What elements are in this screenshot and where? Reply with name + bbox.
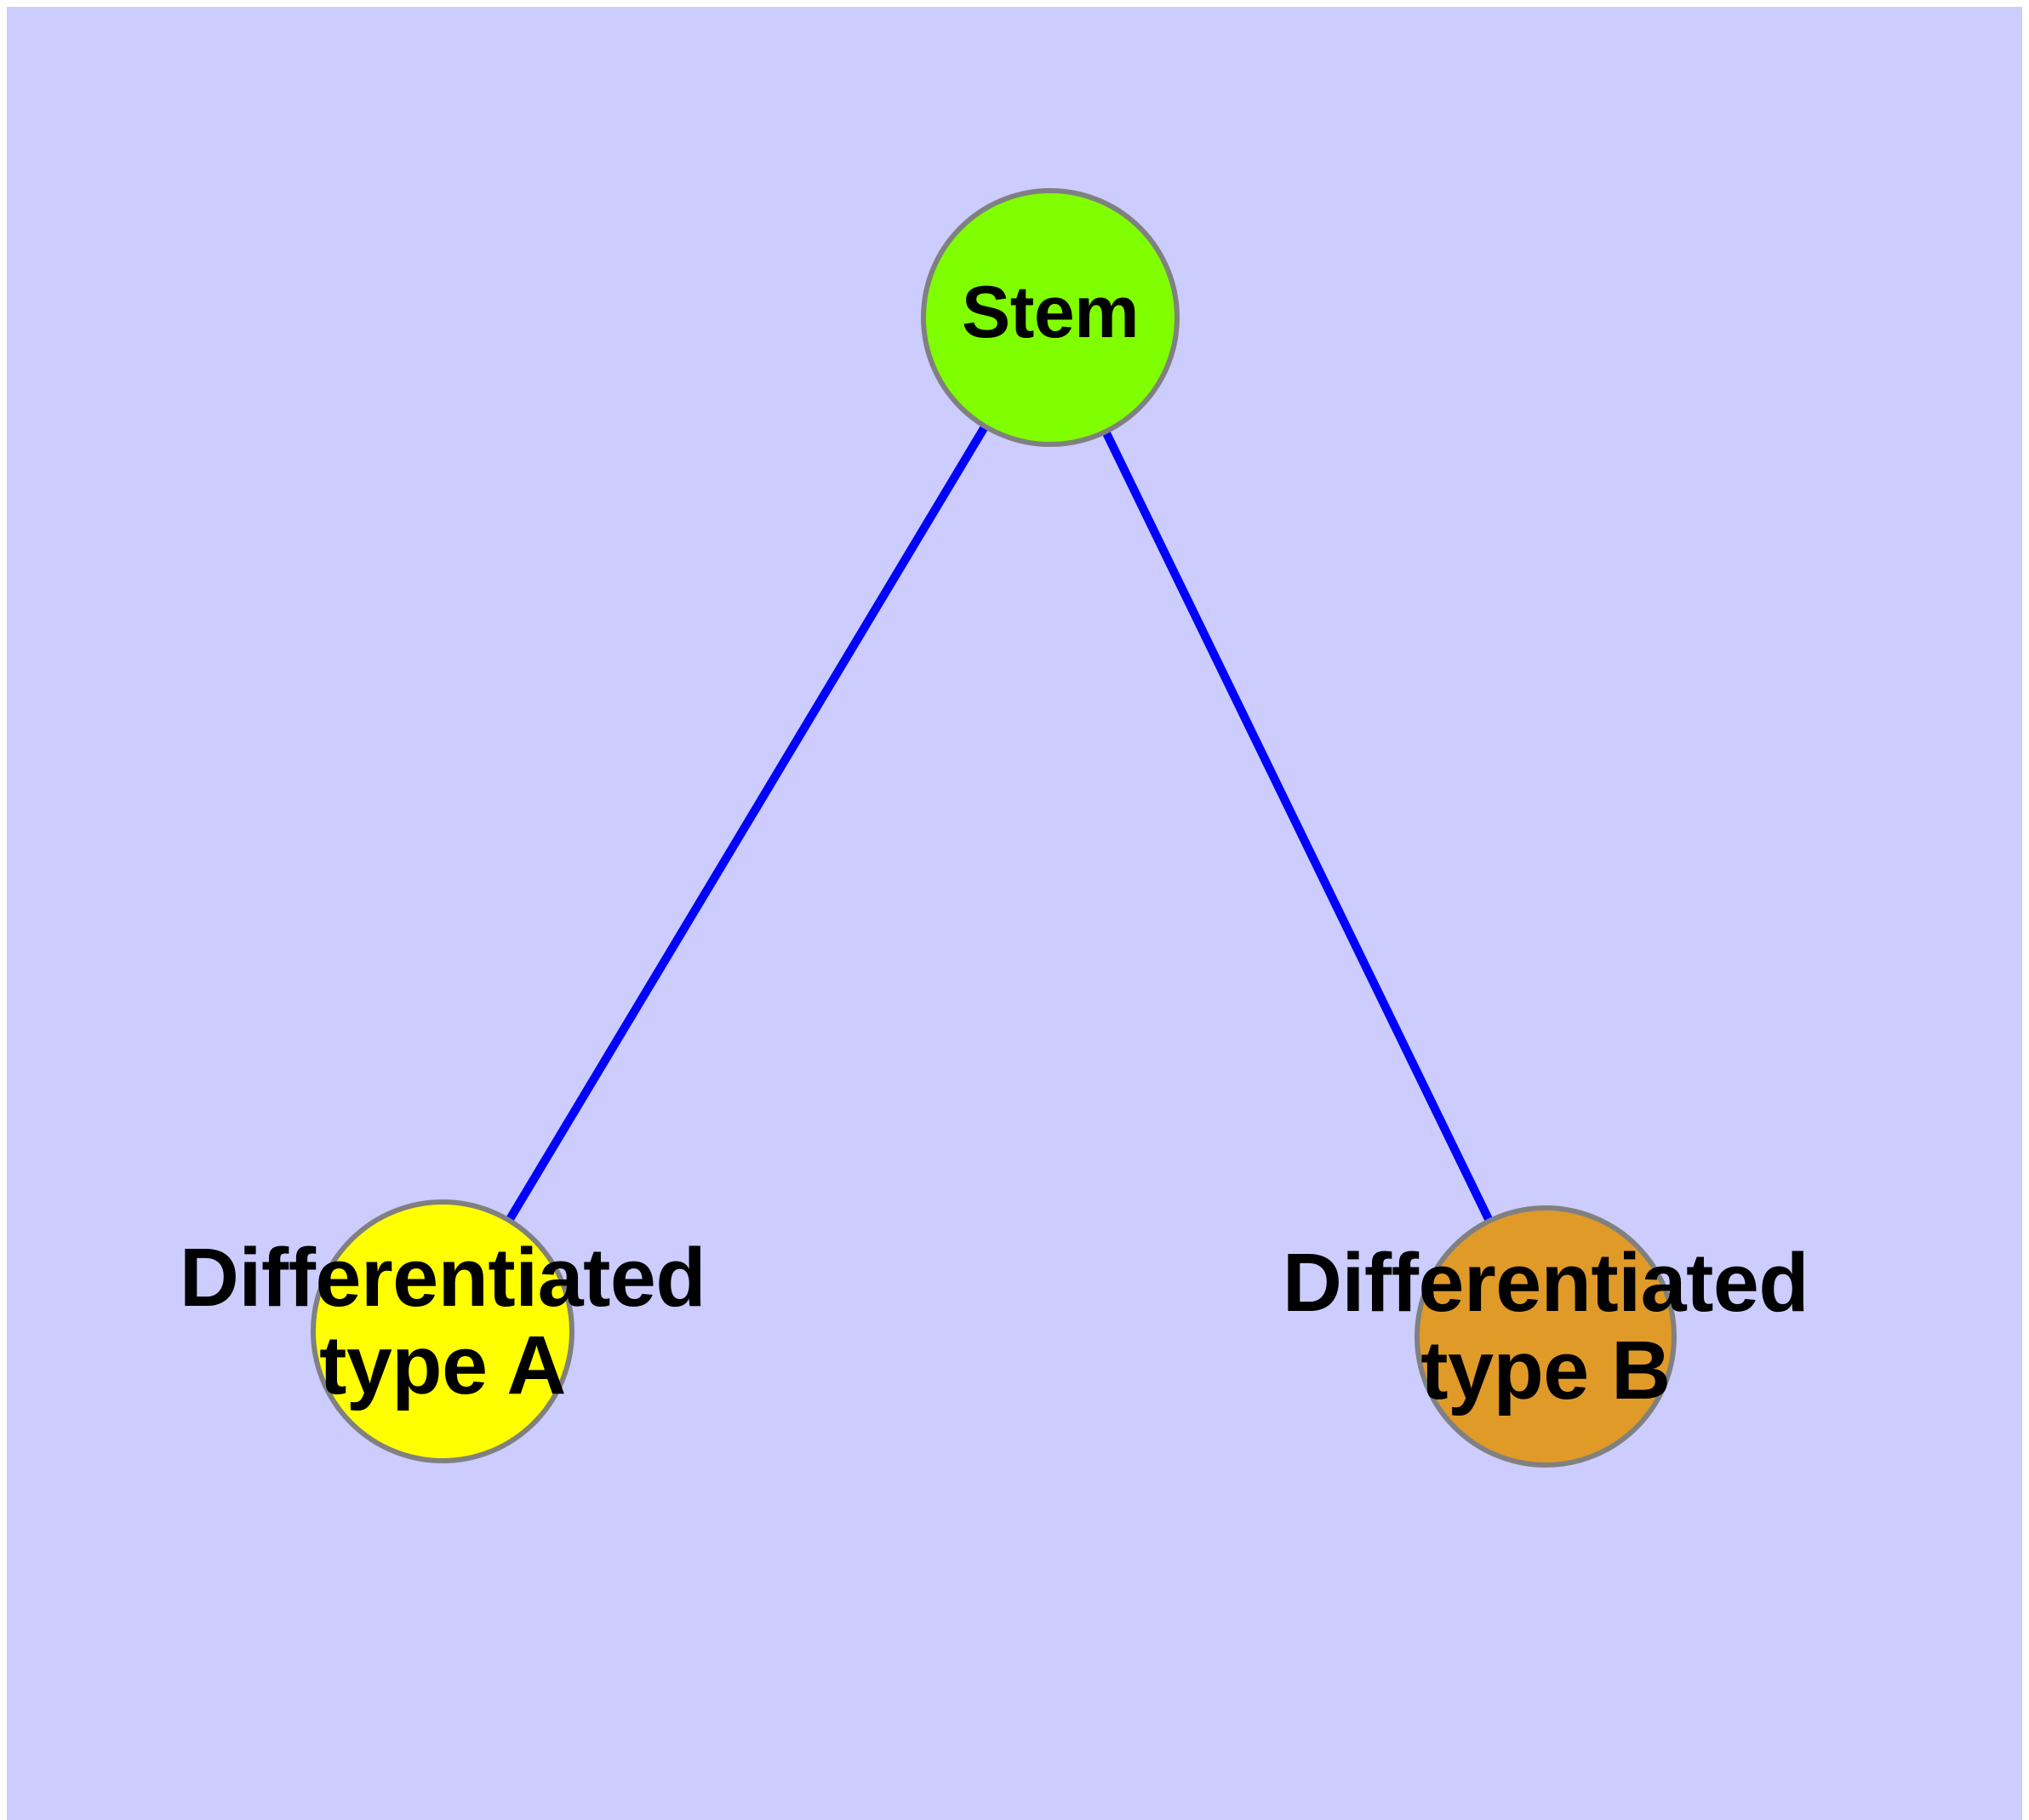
node-group (311, 188, 1677, 1468)
edge-stem-to-differentiated-type-b[interactable] (1046, 315, 1550, 1339)
node-differentiated-type-b[interactable] (1415, 1205, 1677, 1468)
node-differentiated-type-a[interactable] (311, 1199, 574, 1463)
edge-group (438, 315, 1550, 1339)
node-stem[interactable] (921, 188, 1180, 447)
edge-stem-to-differentiated-type-a[interactable] (438, 315, 1055, 1334)
